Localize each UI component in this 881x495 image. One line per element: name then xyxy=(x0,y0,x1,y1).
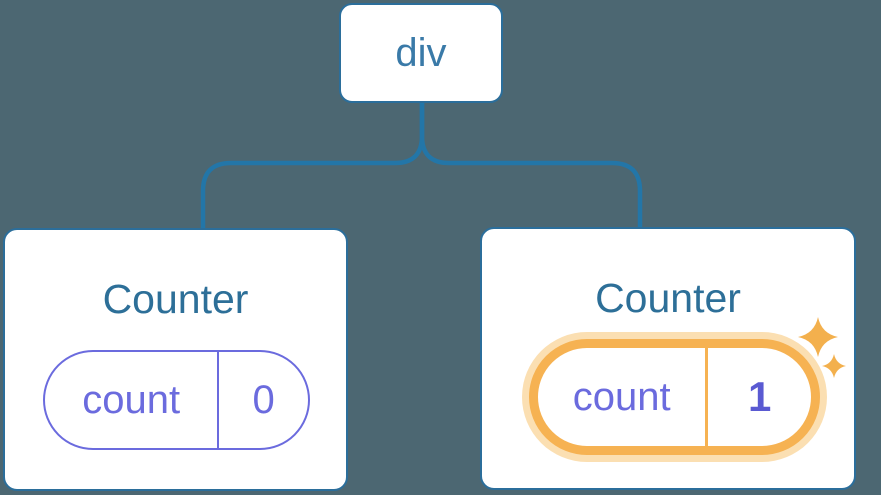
state-pill-highlighted: count 1 xyxy=(529,339,820,455)
component-title: Counter xyxy=(595,275,741,321)
counter-card-right: Counter count 1 xyxy=(480,227,856,490)
root-node-label: div xyxy=(395,30,447,75)
component-title: Counter xyxy=(102,276,249,322)
tree-root-node: div xyxy=(339,3,503,103)
state-value: 0 xyxy=(252,377,275,422)
state-key-label: count xyxy=(45,352,220,448)
counter-card-left: Counter count 0 xyxy=(3,228,348,491)
connector-right-branch xyxy=(419,102,643,232)
connector-left-branch xyxy=(200,102,425,232)
state-value: 1 xyxy=(748,373,772,420)
state-pill-plain: count 0 xyxy=(43,350,310,450)
state-key-label: count xyxy=(538,348,709,446)
